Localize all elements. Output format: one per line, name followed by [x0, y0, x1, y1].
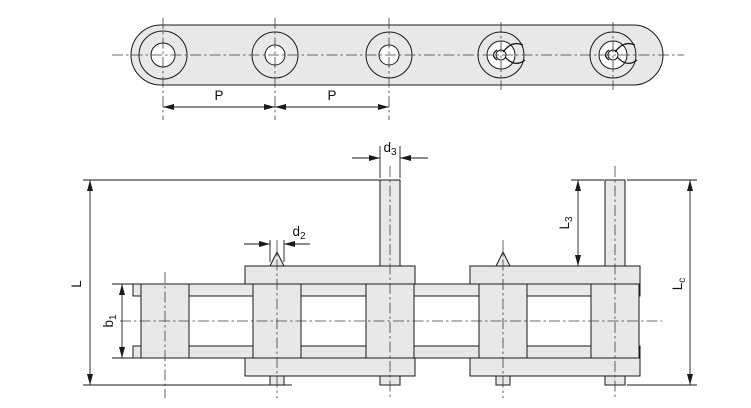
outer-plate-top-right — [469, 265, 641, 285]
dimension-Lc: Lc — [627, 179, 697, 386]
label-L: L — [69, 280, 84, 288]
dimension-d3: d3 — [352, 140, 428, 178]
pitch-label-left: P — [214, 88, 223, 103]
pitch-label-right: P — [327, 88, 336, 103]
outer-plate-bottom-left — [244, 357, 416, 377]
side-view: d3 d2 L b1 L3 — [69, 140, 697, 398]
pitch-dimension-right: P — [275, 88, 389, 110]
top-view: P P — [112, 18, 684, 120]
label-d3: d3 — [383, 140, 397, 158]
centerlines-side — [120, 166, 662, 398]
pin-hole-4 — [477, 31, 526, 79]
centerlines-top — [112, 18, 684, 120]
dimension-L3: L3 — [557, 179, 604, 266]
outer-plate-bottom-right — [469, 357, 641, 377]
label-d2: d2 — [292, 224, 306, 242]
outer-plate-top-left — [244, 265, 416, 285]
label-b1: b1 — [101, 314, 119, 328]
dimension-L: L — [69, 179, 380, 386]
label-L3: L3 — [557, 216, 575, 230]
pitch-dimension-left: P — [163, 88, 275, 110]
dimension-b1: b1 — [101, 283, 141, 359]
label-Lc: Lc — [670, 278, 688, 291]
dimension-d2: d2 — [244, 224, 310, 262]
